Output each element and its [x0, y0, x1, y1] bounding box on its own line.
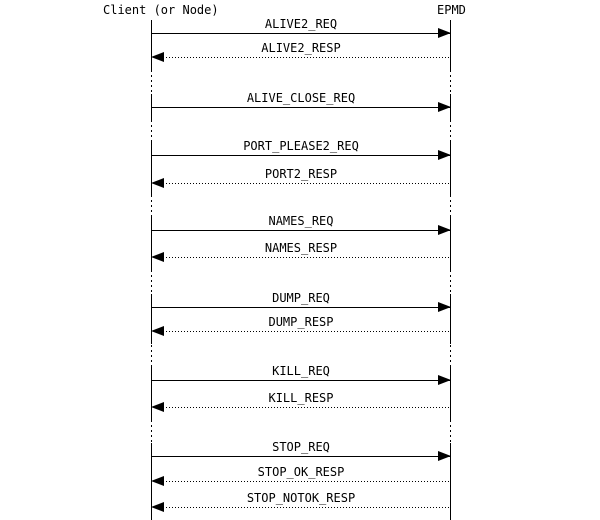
lifeline-segment-client [151, 20, 152, 70]
message-arrow-line [151, 456, 451, 457]
lifeline-segment-client [151, 142, 152, 196]
message-arrow-line [151, 380, 451, 381]
lifeline-segment-epmd [450, 294, 451, 344]
message-row: DUMP_REQ [151, 291, 451, 313]
message-arrow-line [151, 230, 451, 231]
message-arrow-line [151, 507, 451, 508]
message-label: DUMP_REQ [272, 291, 330, 305]
message-label: KILL_REQ [272, 364, 330, 378]
actor-label-client: Client (or Node) [103, 3, 219, 17]
message-arrow-line [151, 307, 451, 308]
message-label: STOP_REQ [272, 440, 330, 454]
arrowhead-left-icon [151, 252, 164, 262]
message-row: KILL_RESP [151, 391, 451, 413]
arrowhead-right-icon [438, 451, 451, 461]
message-label: DUMP_RESP [268, 315, 334, 329]
arrowhead-right-icon [438, 28, 451, 38]
lifeline-segment-client [151, 294, 152, 344]
arrowhead-right-icon [438, 102, 451, 112]
message-row: NAMES_REQ [151, 214, 451, 236]
arrowhead-left-icon [151, 402, 164, 412]
arrowhead-right-icon [438, 150, 451, 160]
message-arrow-line [151, 257, 451, 258]
message-row: STOP_REQ [151, 440, 451, 462]
lifeline-segment-client [151, 217, 152, 270]
arrowhead-left-icon [151, 52, 164, 62]
message-arrow-line [151, 183, 451, 184]
arrowhead-right-icon [438, 302, 451, 312]
message-arrow-line [151, 107, 451, 108]
message-arrow-line [151, 331, 451, 332]
lifeline-segment-epmd [450, 20, 451, 70]
message-row: ALIVE_CLOSE_REQ [151, 91, 451, 113]
actor-label-epmd: EPMD [437, 3, 466, 17]
message-row: ALIVE2_REQ [151, 17, 451, 39]
lifeline-segment-epmd [450, 367, 451, 420]
message-label: KILL_RESP [268, 391, 334, 405]
message-label: ALIVE_CLOSE_REQ [246, 91, 356, 105]
message-row: PORT2_RESP [151, 167, 451, 189]
message-row: DUMP_RESP [151, 315, 451, 337]
message-row: STOP_OK_RESP [151, 465, 451, 487]
message-label: ALIVE2_RESP [261, 41, 341, 55]
lifeline-client [151, 20, 152, 520]
lifeline-segment-client [151, 367, 152, 420]
message-arrow-line [151, 481, 451, 482]
message-label: NAMES_RESP [264, 241, 338, 255]
message-label: PORT_PLEASE2_REQ [243, 139, 359, 153]
message-label: NAMES_REQ [268, 214, 334, 228]
arrowhead-left-icon [151, 178, 164, 188]
lifeline-segment-epmd [450, 142, 451, 196]
message-arrow-line [151, 33, 451, 34]
message-label: PORT2_RESP [264, 167, 338, 181]
arrowhead-right-icon [438, 225, 451, 235]
message-row: PORT_PLEASE2_REQ [151, 139, 451, 161]
arrowhead-left-icon [151, 326, 164, 336]
message-arrow-line [151, 57, 451, 58]
arrowhead-right-icon [438, 375, 451, 385]
message-label: ALIVE2_REQ [264, 17, 338, 31]
message-label: STOP_OK_RESP [257, 465, 345, 479]
message-row: STOP_NOTOK_RESP [151, 491, 451, 513]
lifeline-epmd [450, 20, 451, 520]
message-arrow-line [151, 155, 451, 156]
message-label: STOP_NOTOK_RESP [246, 491, 356, 505]
message-row: ALIVE2_RESP [151, 41, 451, 63]
message-arrow-line [151, 407, 451, 408]
arrowhead-left-icon [151, 502, 164, 512]
lifeline-segment-epmd [450, 217, 451, 270]
message-row: KILL_REQ [151, 364, 451, 386]
message-row: NAMES_RESP [151, 241, 451, 263]
arrowhead-left-icon [151, 476, 164, 486]
